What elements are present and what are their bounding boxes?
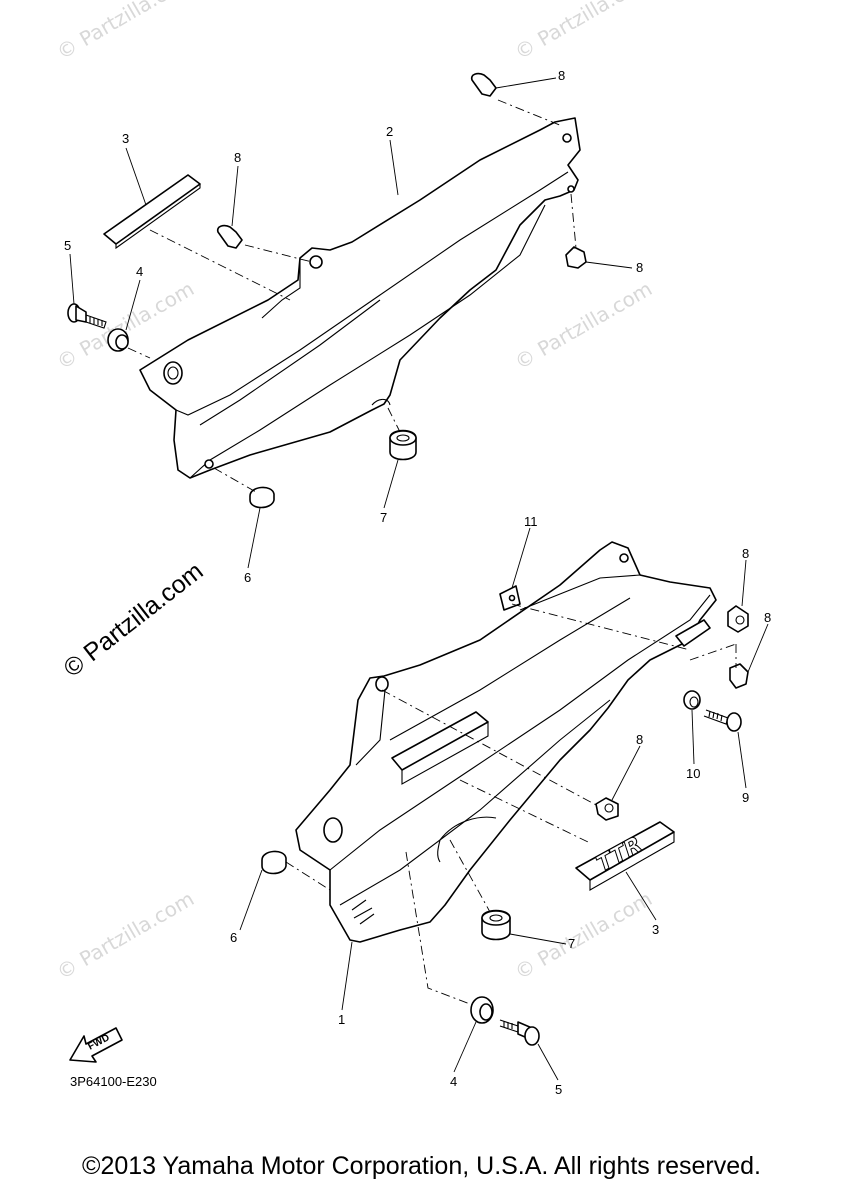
callout-11: 11 (524, 514, 538, 529)
callout-7: 7 (380, 510, 387, 525)
callout-7: 7 (568, 936, 575, 951)
watermark: © Partzilla.com (511, 886, 657, 984)
copyright-notice: ©2013 Yamaha Motor Corporation, U.S.A. A… (82, 1152, 761, 1180)
decal-3-upper (103, 174, 201, 250)
grommet-8 (470, 72, 497, 97)
callout-8: 8 (764, 610, 771, 625)
callout-8: 8 (558, 68, 565, 83)
grommet-8 (729, 663, 749, 689)
callout-4: 4 (450, 1074, 457, 1089)
assembly-line (244, 244, 313, 263)
assembly-line (149, 229, 291, 301)
bolt-5 (499, 1019, 540, 1046)
callout-5: 5 (64, 238, 71, 253)
grommet-4 (470, 996, 494, 1024)
assembly-line (127, 347, 151, 359)
diagram-code: 3P64100-E230 (70, 1074, 157, 1089)
assembly-line (689, 643, 737, 661)
plug-6 (249, 486, 275, 509)
fwd-arrow-icon: FWD (69, 1027, 123, 1063)
assembly-line (570, 193, 577, 249)
side-cover-2 (139, 117, 581, 479)
watermark: © Partzilla.com (53, 0, 199, 64)
watermark: © Partzilla.com (53, 886, 199, 984)
callout-2: 2 (386, 124, 393, 139)
bolt-5 (67, 303, 107, 329)
emblem-3: TTR (575, 821, 675, 891)
plug-6 (261, 850, 287, 875)
leader-lines (69, 77, 769, 1081)
callout-6: 6 (230, 930, 237, 945)
assembly-line (449, 839, 491, 913)
side-cover-1 (295, 541, 717, 943)
assembly-line (405, 851, 471, 1005)
assembly-line (497, 99, 563, 127)
callout-8: 8 (636, 260, 643, 275)
partzilla-watermark: © Partzilla.com (58, 557, 208, 683)
callout-3: 3 (122, 131, 129, 146)
callout-8: 8 (742, 546, 749, 561)
grommet-8 (565, 246, 587, 269)
bracket-11 (499, 585, 521, 611)
watermark: © Partzilla.com (511, 276, 657, 374)
callout-8: 8 (636, 732, 643, 747)
collar-10 (683, 690, 701, 710)
callout-1: 1 (338, 1012, 345, 1027)
assembly-line (511, 603, 691, 651)
decal-inner (391, 711, 489, 785)
callout-5: 5 (555, 1082, 562, 1097)
grommet-8 (727, 605, 749, 633)
assembly-line (213, 467, 257, 493)
callout-10: 10 (686, 766, 700, 781)
assembly-line (459, 779, 589, 843)
callout-6: 6 (244, 570, 251, 585)
callout-3: 3 (652, 922, 659, 937)
grommet-8 (216, 224, 243, 249)
assembly-line (381, 689, 599, 807)
grommet-7 (389, 429, 417, 461)
watermark: © Partzilla.com (511, 0, 657, 64)
callout-4: 4 (136, 264, 143, 279)
grommet-8 (595, 797, 619, 821)
grommet-7 (481, 909, 511, 941)
grommet-4 (107, 328, 129, 352)
callout-8: 8 (234, 150, 241, 165)
callout-9: 9 (742, 790, 749, 805)
assembly-line (387, 407, 401, 433)
assembly-line (285, 861, 331, 891)
bolt-9 (703, 709, 742, 732)
